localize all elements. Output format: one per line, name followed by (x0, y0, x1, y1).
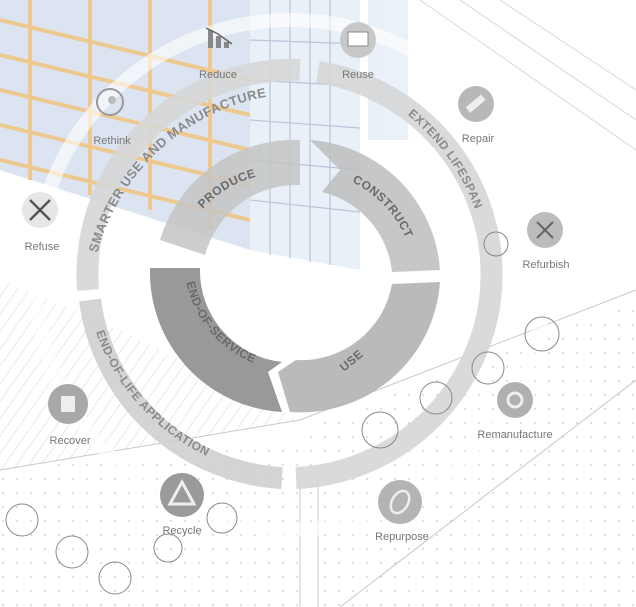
strategy-repair: Repair (458, 86, 495, 145)
svg-text:Repurpose: Repurpose (375, 531, 429, 543)
strategy-refurbish: Refurbish (522, 212, 570, 271)
svg-text:Reuse: Reuse (342, 69, 374, 81)
svg-text:Refurbish: Refurbish (522, 259, 569, 271)
svg-text:Repair: Repair (462, 133, 495, 145)
svg-text:Rethink: Rethink (93, 135, 131, 147)
recycle-icon (160, 473, 204, 517)
strategy-remanufacture: Remanufacture (477, 382, 553, 441)
strategy-recycle: Recycle (160, 473, 204, 537)
strategy-reuse: Reuse (340, 22, 376, 81)
strategy-reduce: Reduce (199, 27, 237, 81)
site-trees (5, 231, 560, 595)
strategy-rethink: Rethink (93, 88, 131, 147)
svg-text:Recycle: Recycle (162, 525, 201, 537)
cycle-arrows-icon (378, 480, 422, 524)
head-gear-icon (96, 88, 124, 116)
svg-text:Recover: Recover (50, 435, 91, 447)
segment-produce (160, 139, 300, 255)
strategy-refuse: Refuse (22, 192, 59, 253)
segment-construct (310, 140, 440, 272)
svg-text:Remanufacture: Remanufacture (477, 429, 552, 441)
outer-halo-ring (28, 13, 552, 537)
outer-arc-ring (76, 58, 503, 489)
inner-lifecycle-ring (149, 139, 440, 413)
svg-text:Refuse: Refuse (25, 241, 60, 253)
segment-end-of-service (149, 268, 282, 412)
segment-use (278, 282, 440, 413)
gear-icon (497, 382, 533, 418)
svg-text:Reduce: Reduce (199, 69, 237, 81)
strategy-recover: Recover (48, 384, 91, 447)
bar-chart-down-icon (205, 27, 233, 48)
strategy-repurpose: Repurpose (375, 480, 429, 543)
